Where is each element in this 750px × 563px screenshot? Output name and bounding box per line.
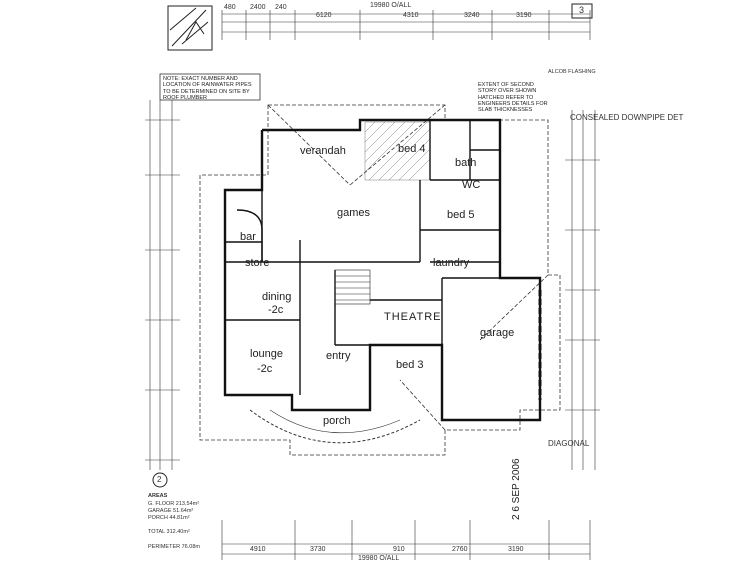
room-label-lounge: lounge bbox=[250, 348, 284, 360]
room-label-wc: WC bbox=[462, 179, 481, 191]
dim-top-2: 240 bbox=[275, 4, 287, 11]
area-perimeter: PERIMETER 76.08m bbox=[148, 544, 200, 550]
room-label-dining-level: -2c bbox=[268, 304, 284, 316]
room-label-lounge-level: -2c bbox=[257, 363, 273, 375]
room-label-bath: bath bbox=[455, 157, 477, 169]
roof-outline bbox=[199, 104, 561, 456]
room-label-garage: garage bbox=[480, 327, 515, 339]
dim-bottom-4: 3190 bbox=[508, 546, 524, 553]
corner-marker-right-label: 3 bbox=[579, 5, 585, 15]
dim-bottom-1: 3730 bbox=[310, 546, 326, 553]
corner-marker-left-label: 2 bbox=[157, 475, 162, 484]
top-dimension-lines bbox=[221, 10, 591, 40]
alcob-note: ALCOB FLASHING bbox=[548, 69, 596, 75]
room-label-dining: dining bbox=[262, 291, 292, 303]
dim-top-6: 3190 bbox=[516, 12, 532, 19]
porch-curve bbox=[249, 409, 421, 444]
dim-bottom-3: 2760 bbox=[452, 546, 468, 553]
areas-heading: AREAS bbox=[148, 493, 168, 499]
bottom-dimension-lines bbox=[221, 520, 591, 560]
left-dimension-lines bbox=[145, 100, 180, 470]
room-label-bar: bar bbox=[240, 231, 256, 243]
room-label-games: games bbox=[337, 207, 371, 219]
porch-curve-inner bbox=[269, 409, 401, 434]
area-ground-floor: G. FLOOR 213.54m² bbox=[148, 501, 200, 507]
room-label-theatre: THEATRE bbox=[384, 311, 442, 323]
room-label-entry: entry bbox=[326, 350, 351, 362]
second-storey-note: EXTENT OF SECOND STORY OVER SHOWN HATCHE… bbox=[478, 82, 548, 114]
area-garage: GARAGE 51.64m² bbox=[148, 508, 194, 514]
corner-marker-left bbox=[152, 472, 168, 488]
dim-top-1: 2400 bbox=[250, 4, 266, 11]
sewer-note: NOTE: EXACT NUMBER AND LOCATION OF RAINW… bbox=[163, 76, 252, 101]
dim-top-4: 4310 bbox=[403, 12, 419, 19]
right-dimension-lines bbox=[565, 110, 600, 470]
room-label-bed3: bed 3 bbox=[396, 359, 424, 371]
room-label-store: store bbox=[245, 257, 270, 269]
area-porch: PORCH 44.81m² bbox=[148, 515, 190, 521]
bar-counter bbox=[236, 209, 263, 262]
dim-bottom-0: 4910 bbox=[250, 546, 266, 553]
dim-top-3: 6120 bbox=[316, 12, 332, 19]
room-label-verandah: verandah bbox=[300, 145, 346, 157]
sewer-note-box bbox=[159, 73, 261, 101]
dim-top-overall: 19980 O/ALL bbox=[370, 2, 412, 9]
room-label-bed4: bed 4 bbox=[398, 143, 426, 155]
diagonal-note: DIAGONAL bbox=[548, 439, 590, 448]
downpipe-note: CONSEALED DOWNPIPE DET bbox=[570, 113, 684, 122]
room-label-porch: porch bbox=[323, 415, 351, 427]
stairs bbox=[334, 269, 371, 305]
dim-top-5: 3240 bbox=[464, 12, 480, 19]
logo-mark bbox=[167, 5, 213, 51]
room-label-bed5: bed 5 bbox=[447, 209, 475, 221]
date-stamp: 2 6 SEP 2006 bbox=[511, 458, 522, 520]
dim-bottom-2: 910 bbox=[393, 546, 405, 553]
area-total: TOTAL 312.40m² bbox=[148, 529, 190, 535]
dim-bottom-overall: 19980 O/ALL bbox=[358, 555, 400, 562]
corner-marker-right bbox=[571, 3, 593, 19]
dim-top-0: 480 bbox=[224, 4, 236, 11]
room-label-laundry: laundry bbox=[433, 257, 470, 269]
